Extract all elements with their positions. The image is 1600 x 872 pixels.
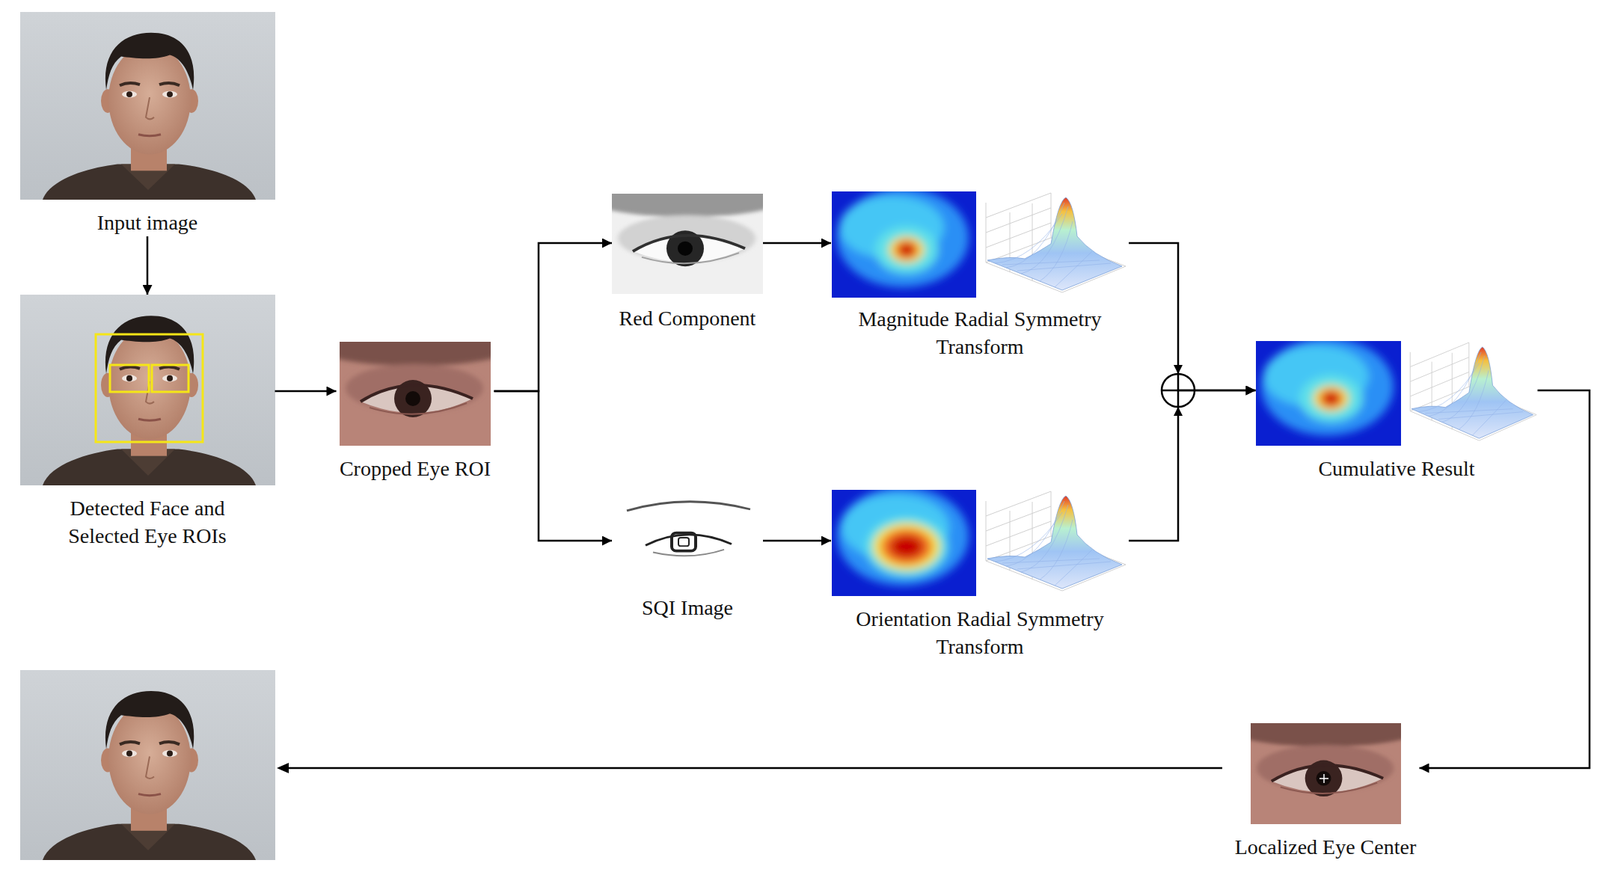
- heatmap: [831, 486, 977, 597]
- image-node: Cropped Eye ROI: [336, 341, 495, 483]
- caption: Red Component: [619, 304, 757, 333]
- localized-eye: [1228, 711, 1422, 825]
- surface-plot: [979, 191, 1128, 298]
- detected-photo: [20, 294, 276, 486]
- output-photo: [20, 670, 276, 861]
- caption: SQI Image: [641, 593, 734, 622]
- caption: Cropped Eye ROI: [339, 454, 491, 483]
- flow-arrow: [1419, 390, 1591, 769]
- center-mark: [1319, 774, 1329, 784]
- caption: Magnitude Radial Symmetry Transform: [834, 305, 1126, 361]
- flow-arrow: [762, 540, 832, 543]
- image-node: Red Component: [611, 193, 763, 333]
- caption: Cumulative Result: [1317, 454, 1475, 483]
- image-node: Magnitude Radial Symmetry Transform: [831, 191, 1129, 361]
- caption: Localized Eye Center: [1234, 833, 1417, 861]
- flow-arrow: [762, 242, 832, 245]
- image-node: Orientation Radial Symmetry Transform: [831, 489, 1129, 661]
- flow-arrow: [275, 390, 337, 393]
- image-node: SQI Image: [611, 489, 763, 622]
- output-arrow: [276, 762, 1223, 774]
- heatmap: [831, 188, 977, 298]
- flow-arrow: [146, 236, 149, 295]
- eye-crop: [317, 329, 512, 446]
- flow-arrow: [1128, 243, 1256, 391]
- flow-arrow: [494, 243, 613, 392]
- red-eye: [589, 182, 784, 294]
- heatmap: [1255, 338, 1402, 446]
- caption: Input image: [97, 208, 199, 237]
- image-node: Localized Eye Center: [1231, 723, 1420, 861]
- input-photo: [20, 11, 276, 200]
- roi-boxes: [95, 334, 203, 443]
- image-node: Cumulative Result: [1255, 341, 1538, 483]
- surface-plot: [979, 489, 1128, 597]
- image-node: Input image: [20, 11, 276, 237]
- flow-arrow: [1128, 390, 1256, 541]
- image-node: Detected Face and Selected Eye ROIs: [20, 294, 276, 550]
- flow-arrow: [494, 391, 613, 541]
- surface-plot: [1404, 341, 1538, 446]
- sqi-eye: [611, 489, 763, 587]
- caption: Orientation Radial Symmetry Transform: [834, 605, 1126, 661]
- caption: Detected Face and Selected Eye ROIs: [50, 494, 245, 550]
